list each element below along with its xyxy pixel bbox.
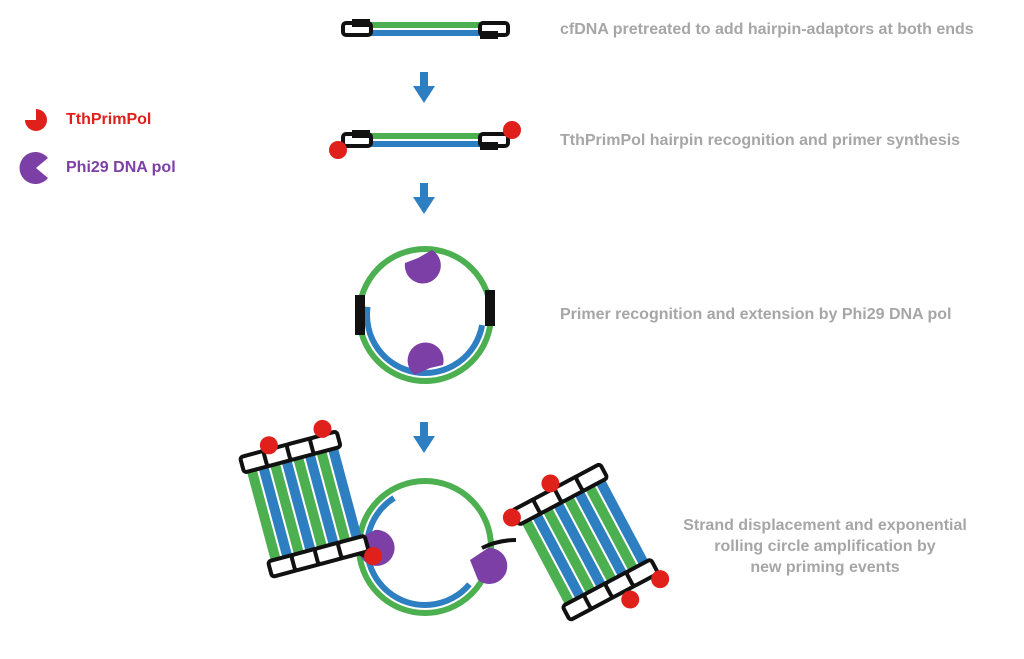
step-4-line-1: Strand displacement and exponential xyxy=(683,517,967,534)
down-arrow-icon xyxy=(413,422,435,453)
cfdna-with-primpol xyxy=(329,121,521,159)
step-2-label: TthPrimPol hairpin recognition and prime… xyxy=(560,132,961,149)
legend-tthprimpol-label: TthPrimPol xyxy=(66,111,152,128)
phi29-icon xyxy=(19,152,48,185)
step-4-line-3: new priming events xyxy=(750,559,900,576)
down-arrow-icon xyxy=(413,72,435,103)
step-4-label: Strand displacement and exponential roll… xyxy=(640,515,1010,578)
step-1-label: cfDNA pretreated to add hairpin-adaptors… xyxy=(560,21,974,38)
step-3-label: Primer recognition and extension by Phi2… xyxy=(560,306,952,323)
down-arrow-icon xyxy=(413,183,435,214)
rolling-circle-amplification xyxy=(237,419,670,643)
tthprimpol-icon xyxy=(25,109,47,131)
linear-cfdna xyxy=(341,19,510,39)
step-4-line-2: rolling circle amplification by xyxy=(714,538,936,555)
legend-phi29-label: Phi29 DNA pol xyxy=(66,159,176,176)
dna-circle-icon xyxy=(355,246,495,384)
